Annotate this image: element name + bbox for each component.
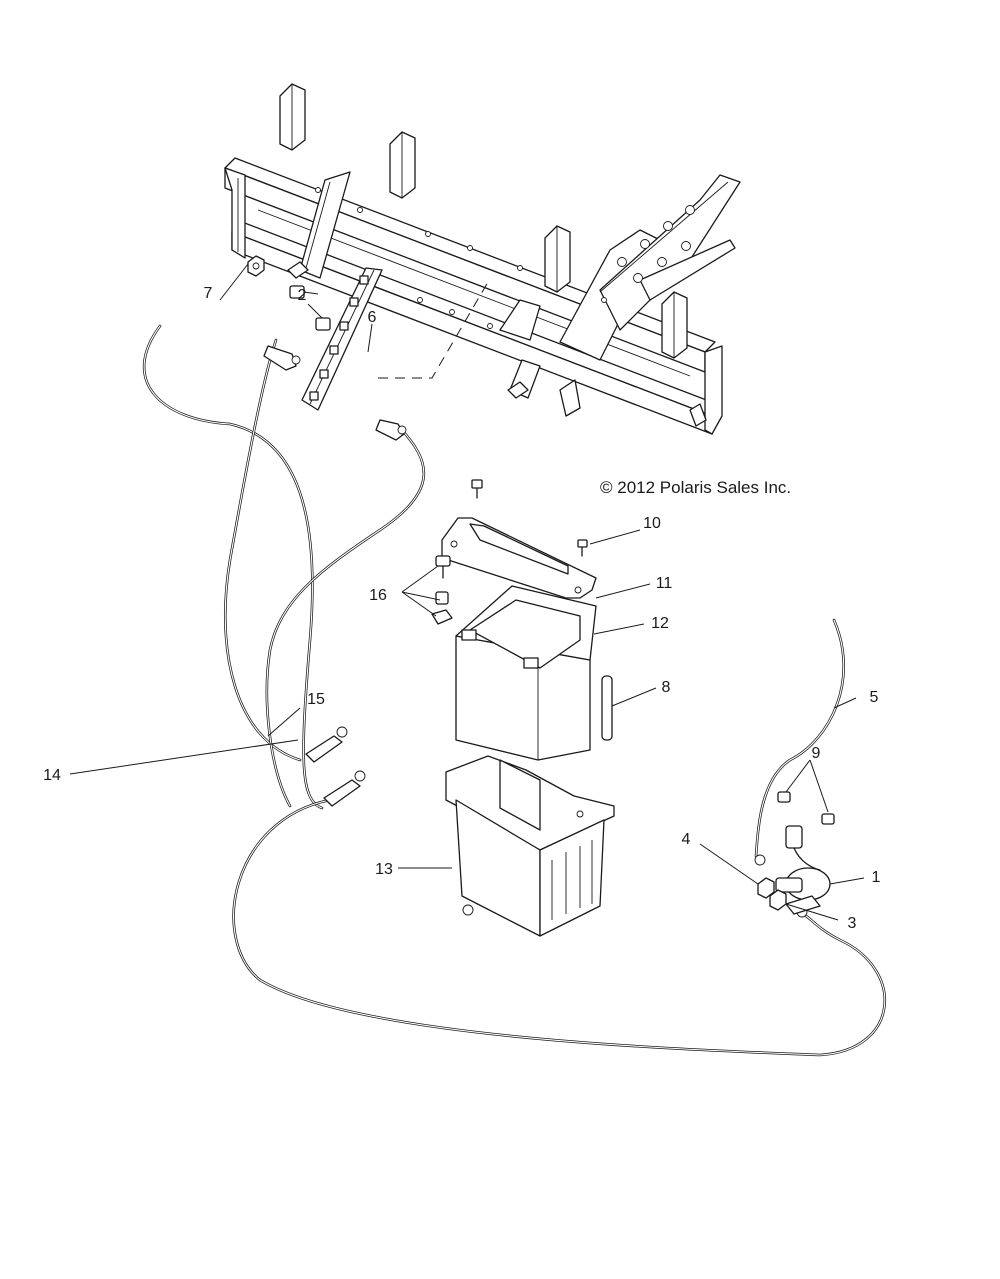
callout-15: 15 bbox=[307, 691, 325, 708]
cable-15 bbox=[224, 338, 302, 762]
part-8-vent-tube bbox=[601, 675, 613, 741]
callout-5: 5 bbox=[870, 689, 879, 706]
bracket-bolt bbox=[471, 479, 483, 499]
callout-3: 3 bbox=[848, 915, 857, 932]
callout-13: 13 bbox=[375, 861, 393, 878]
callout-1: 1 bbox=[872, 869, 881, 886]
frame-crossmember bbox=[224, 83, 741, 435]
leader-lines bbox=[69, 263, 865, 921]
callout-4: 4 bbox=[682, 831, 691, 848]
callout-7: 7 bbox=[204, 285, 213, 302]
callout-9: 9 bbox=[812, 745, 821, 762]
callout-2: 2 bbox=[298, 287, 307, 304]
callout-14: 14 bbox=[43, 767, 61, 784]
part-9-screws bbox=[777, 791, 835, 825]
part-12-battery bbox=[455, 585, 597, 761]
callout-10: 10 bbox=[643, 515, 661, 532]
part-10-bolt bbox=[577, 539, 588, 557]
callout-6: 6 bbox=[368, 309, 377, 326]
part-1-solenoid bbox=[775, 825, 831, 915]
cable-14 bbox=[142, 324, 886, 1057]
copyright-text: © 2012 Polaris Sales Inc. bbox=[600, 478, 791, 497]
part-7-nut bbox=[247, 255, 265, 277]
callout-8: 8 bbox=[662, 679, 671, 696]
callout-11: 11 bbox=[656, 575, 673, 592]
mounting-guide-line bbox=[378, 281, 489, 379]
callout-12: 12 bbox=[651, 615, 669, 632]
part-4-nut bbox=[757, 877, 775, 899]
cable-5 bbox=[754, 618, 845, 858]
part-6-terminal-block bbox=[301, 267, 383, 411]
ground-cable bbox=[265, 426, 426, 808]
ring-terminals bbox=[263, 345, 808, 918]
part-13-battery-box bbox=[445, 755, 615, 937]
part-16-hardware bbox=[431, 555, 453, 625]
callout-16: 16 bbox=[369, 587, 387, 604]
part-11-bracket bbox=[441, 517, 597, 599]
part-2-screws bbox=[289, 285, 331, 331]
